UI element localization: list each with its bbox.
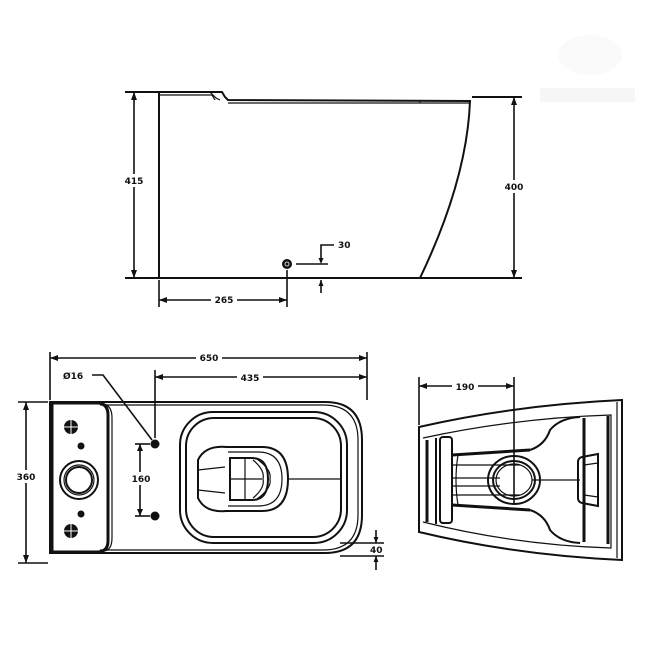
dim-outlet-height: 30	[296, 241, 351, 293]
trapway	[229, 457, 270, 501]
dim-overall-length: 650	[49, 351, 368, 400]
label-30: 30	[338, 241, 351, 251]
dim-fixing-from-front: 435	[154, 370, 367, 438]
label-400: 400	[505, 183, 524, 193]
label-415: 415	[125, 177, 144, 187]
top-body-outline	[49, 401, 363, 554]
label-360: 360	[17, 473, 36, 483]
tank-fixing-holes	[64, 420, 85, 538]
bowl-rim-inner	[185, 417, 342, 538]
underside-outline	[418, 398, 623, 562]
top-view: 650 435 Ø16 160	[15, 351, 384, 570]
dim-outlet-from-back-underside: 190	[418, 377, 515, 504]
side-view: 415 400 30 265	[125, 91, 524, 307]
dim-fixing-diameter: Ø16	[63, 371, 153, 441]
dim-bowl-height: 400	[505, 97, 524, 278]
tank-outline	[50, 401, 110, 554]
label-160: 160	[132, 475, 151, 485]
rear-mount-bracket	[577, 452, 599, 508]
fixing-hole-top	[150, 439, 160, 449]
bowl-rim-outer	[179, 411, 348, 544]
fixing-hole-bottom	[150, 511, 160, 521]
flush-valve-opening	[59, 460, 99, 500]
tank-lid-edge	[159, 94, 216, 101]
label-190: 190	[456, 383, 475, 393]
underside-view: 190	[418, 377, 623, 562]
dim-fixing-spacing: 160	[131, 443, 151, 517]
label-650: 650	[200, 354, 219, 364]
label-diameter-16: Ø16	[63, 371, 83, 382]
dim-outlet-from-back: 265	[158, 270, 288, 307]
side-body-outline	[158, 91, 472, 279]
outlet-circle	[282, 259, 292, 269]
label-435: 435	[241, 374, 260, 384]
label-40: 40	[370, 546, 383, 556]
dim-overall-height: 415	[125, 92, 144, 278]
watermark-logo	[540, 35, 635, 102]
label-265: 265	[215, 296, 234, 306]
dim-overall-width: 360	[15, 401, 48, 564]
dim-rim-offset: 40	[340, 530, 384, 570]
